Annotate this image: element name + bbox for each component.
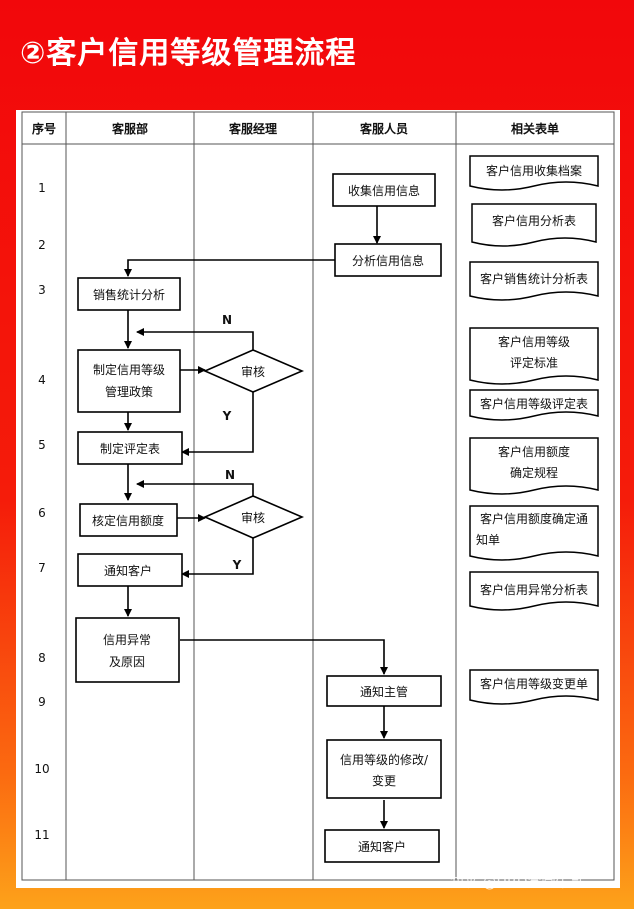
connectors bbox=[124, 206, 388, 829]
notify-supervisor-box bbox=[326, 675, 442, 707]
form-label: 评定标准 bbox=[510, 355, 558, 370]
notify-customer-final-box bbox=[324, 829, 440, 863]
row-number: 3 bbox=[38, 283, 46, 297]
analyze-credit-info-box bbox=[334, 243, 442, 277]
node-label: 制定评定表 bbox=[100, 441, 160, 456]
credit-abnormal-box bbox=[75, 617, 180, 683]
review-decision-2 bbox=[203, 495, 305, 539]
edge-label-yes: Y bbox=[232, 558, 242, 572]
collect-credit-info-box bbox=[332, 173, 436, 207]
node-label: 信用异常 bbox=[103, 633, 151, 647]
flowchart: 序号 客服部 客服经理 客服人员 相关表单 1 2 3 4 5 6 7 8 9 … bbox=[21, 111, 615, 881]
edge-label-no: N bbox=[222, 313, 232, 327]
row-number: 1 bbox=[38, 181, 46, 195]
node-label: 通知主管 bbox=[360, 684, 408, 699]
form-label: 客户销售统计分析表 bbox=[480, 271, 588, 286]
header-related-forms: 相关表单 bbox=[511, 121, 559, 136]
table-grid bbox=[21, 111, 615, 881]
flowchart-sheet: 序号 客服部 客服经理 客服人员 相关表单 1 2 3 4 5 6 7 8 9 … bbox=[16, 110, 620, 888]
form-label: 客户信用收集档案 bbox=[486, 163, 582, 178]
edge-label-no: N bbox=[225, 468, 235, 482]
document-icon bbox=[469, 669, 599, 705]
form-label: 客户信用异常分析表 bbox=[480, 582, 588, 597]
header-service-manager: 客服经理 bbox=[228, 121, 277, 136]
node-label: 变更 bbox=[372, 773, 396, 788]
header-service-dept: 客服部 bbox=[111, 121, 148, 136]
sales-analysis-box bbox=[77, 277, 181, 311]
document-icon bbox=[469, 505, 599, 561]
row-number: 4 bbox=[38, 373, 46, 387]
form-label: 客户信用等级 bbox=[498, 334, 570, 349]
page-title: ②客户信用等级管理流程 bbox=[20, 36, 357, 71]
form-label: 客户信用等级变更单 bbox=[480, 676, 588, 691]
node-label: 核定信用额度 bbox=[92, 513, 164, 528]
node-label: 及原因 bbox=[109, 655, 145, 669]
node-label: 管理政策 bbox=[105, 384, 153, 399]
node-label: 通知客户 bbox=[104, 563, 152, 578]
document-icon bbox=[469, 261, 599, 301]
document-icon bbox=[469, 155, 599, 191]
watermark: 知乎 @HRD学堂牛哥 bbox=[450, 875, 584, 891]
row-number: 10 bbox=[34, 762, 49, 776]
node-label: 信用等级的修改/ bbox=[340, 752, 429, 767]
form-label: 客户信用分析表 bbox=[492, 213, 576, 228]
document-icon bbox=[469, 327, 599, 385]
document-icon bbox=[469, 571, 599, 611]
row-number: 11 bbox=[34, 828, 49, 842]
form-label: 知单 bbox=[476, 533, 500, 547]
credit-change-box bbox=[326, 739, 442, 799]
row-number: 7 bbox=[38, 561, 46, 575]
edge-label-yes: Y bbox=[222, 409, 232, 423]
node-label: 销售统计分析 bbox=[93, 287, 165, 302]
evaluation-form-box bbox=[77, 431, 183, 465]
node-label: 制定信用等级 bbox=[93, 362, 165, 377]
row-number: 6 bbox=[38, 506, 46, 520]
review-decision-1 bbox=[203, 349, 305, 393]
node-label: 审核 bbox=[241, 510, 265, 525]
form-label: 客户信用额度确定通 bbox=[480, 511, 588, 526]
notify-customer-box bbox=[77, 553, 183, 587]
node-label: 分析信用信息 bbox=[352, 253, 424, 268]
node-label: 审核 bbox=[241, 364, 265, 379]
form-label: 确定规程 bbox=[510, 465, 558, 480]
form-label: 客户信用额度 bbox=[498, 444, 570, 459]
node-label: 收集信用信息 bbox=[348, 183, 420, 198]
document-icon bbox=[469, 437, 599, 495]
credit-policy-box bbox=[77, 349, 181, 413]
row-number: 8 bbox=[38, 651, 46, 665]
header-seq: 序号 bbox=[32, 121, 56, 136]
row-number: 9 bbox=[38, 695, 46, 709]
node-label: 通知客户 bbox=[358, 839, 406, 854]
row-number: 2 bbox=[38, 238, 46, 252]
document-icon bbox=[469, 389, 599, 421]
document-icon bbox=[471, 203, 597, 247]
credit-quota-box bbox=[79, 503, 178, 537]
form-label: 客户信用等级评定表 bbox=[480, 396, 588, 411]
header-service-staff: 客服人员 bbox=[359, 121, 408, 136]
row-number: 5 bbox=[38, 438, 46, 452]
